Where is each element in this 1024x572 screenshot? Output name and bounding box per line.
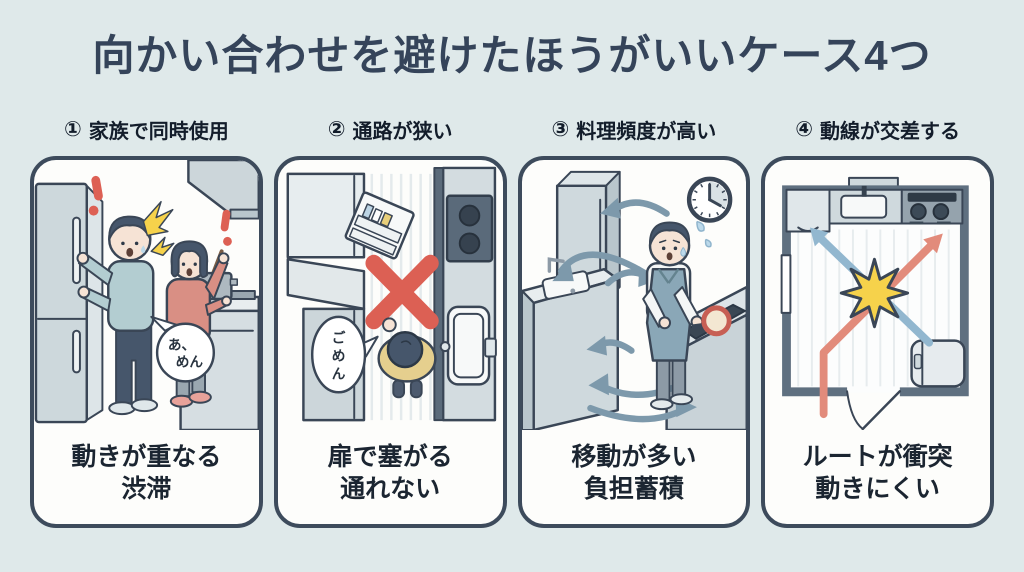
appliance-box bbox=[910, 339, 966, 388]
sink-icon bbox=[521, 257, 619, 430]
panel-column-1: ① 家族で同時使用 bbox=[30, 112, 263, 528]
man-figure bbox=[76, 215, 159, 416]
illustration-busy-cooking bbox=[521, 170, 747, 430]
range-hood-icon bbox=[187, 160, 259, 220]
caption-line: 渋滞 bbox=[121, 475, 172, 503]
panel-column-4: ④ 動線が交差する bbox=[761, 112, 994, 528]
person-top-view bbox=[377, 317, 437, 399]
stove-top-icon bbox=[901, 188, 964, 225]
open-fridge-door-icon bbox=[344, 191, 415, 260]
caption-line: 通れない bbox=[340, 475, 441, 503]
panel-3-card: 移動が多い 負担蓄積 bbox=[517, 156, 751, 528]
speech-text: め bbox=[332, 348, 346, 363]
panel-column-2: ② 通路が狭い bbox=[273, 112, 507, 528]
panel-3-header-label: 料理頻度が高い bbox=[576, 120, 717, 143]
exclamation-icon bbox=[88, 175, 232, 246]
refrigerator-icon bbox=[34, 182, 104, 424]
panel-3-caption: 移動が多い 負担蓄積 bbox=[522, 430, 747, 524]
clock-icon bbox=[686, 176, 732, 223]
collision-burst-icon bbox=[840, 257, 910, 329]
speech-text: あ、 bbox=[168, 338, 195, 353]
panel-4-number-icon: ④ bbox=[795, 117, 814, 141]
panel-4-header: ④ 動線が交差する bbox=[761, 112, 994, 146]
caption-line: 動きにくい bbox=[815, 475, 940, 503]
page-title: 向かい合わせを避けたほうがいいケース4つ bbox=[92, 32, 932, 79]
panel-1-number-icon: ① bbox=[63, 117, 82, 141]
caption-line: 移動が多い bbox=[571, 443, 697, 471]
illustration-narrow-aisle: ご め ん bbox=[286, 166, 497, 422]
caption-line: 扉で塞がる bbox=[327, 443, 453, 471]
panel-grid: ① 家族で同時使用 bbox=[30, 112, 994, 528]
panel-1-header-label: 家族で同時使用 bbox=[88, 120, 229, 143]
panel-1-card: あ、 めん 動きが重なる 渋滞 bbox=[30, 156, 263, 528]
speech-bubble: あ、 めん bbox=[150, 315, 216, 383]
speech-bubble: ご め ん bbox=[310, 315, 379, 394]
window-icon bbox=[780, 254, 792, 314]
route-arrow-red-icon bbox=[819, 233, 944, 419]
panel-4-caption: ルートが衝突 動きにくい bbox=[765, 430, 990, 524]
caption-line: 動きが重なる bbox=[71, 443, 222, 471]
panel-2-header-label: 通路が狭い bbox=[352, 120, 453, 143]
panel-4-header-label: 動線が交差する bbox=[820, 120, 961, 143]
red-x-icon bbox=[365, 254, 439, 330]
frying-pan-icon bbox=[691, 305, 732, 337]
panel-2-number-icon: ② bbox=[327, 117, 346, 141]
speech-text: ん bbox=[332, 366, 346, 381]
collision-spark-icon bbox=[142, 200, 175, 257]
caption-line: ルートが衝突 bbox=[802, 443, 953, 471]
panel-1-header: ① 家族で同時使用 bbox=[30, 112, 263, 146]
panel-3-number-icon: ③ bbox=[551, 117, 570, 141]
speech-text: めん bbox=[176, 354, 204, 369]
caption-line: 負担蓄積 bbox=[583, 475, 684, 503]
door-swing-icon bbox=[846, 390, 902, 430]
panel-4-card: ルートが衝突 動きにくい bbox=[761, 156, 994, 528]
panel-3-header: ③ 料理頻度が高い bbox=[518, 112, 751, 146]
panel-2-caption: 扉で塞がる 通れない bbox=[278, 430, 503, 524]
sink-icon bbox=[840, 194, 888, 219]
panel-column-3: ③ 料理頻度が高い bbox=[517, 112, 751, 528]
panel-2-header: ② 通路が狭い bbox=[274, 112, 507, 146]
illustration-family-collision: あ、 めん bbox=[34, 160, 259, 430]
speech-text: ご bbox=[332, 330, 346, 346]
panel-1-caption: 動きが重なる 渋滞 bbox=[34, 430, 259, 524]
sweat-drops-icon bbox=[695, 220, 712, 248]
panel-2-card: ご め ん 扉で塞がる 通れない bbox=[273, 156, 507, 528]
room-door-icon bbox=[439, 305, 497, 386]
illustration-crossing-routes bbox=[780, 176, 969, 430]
